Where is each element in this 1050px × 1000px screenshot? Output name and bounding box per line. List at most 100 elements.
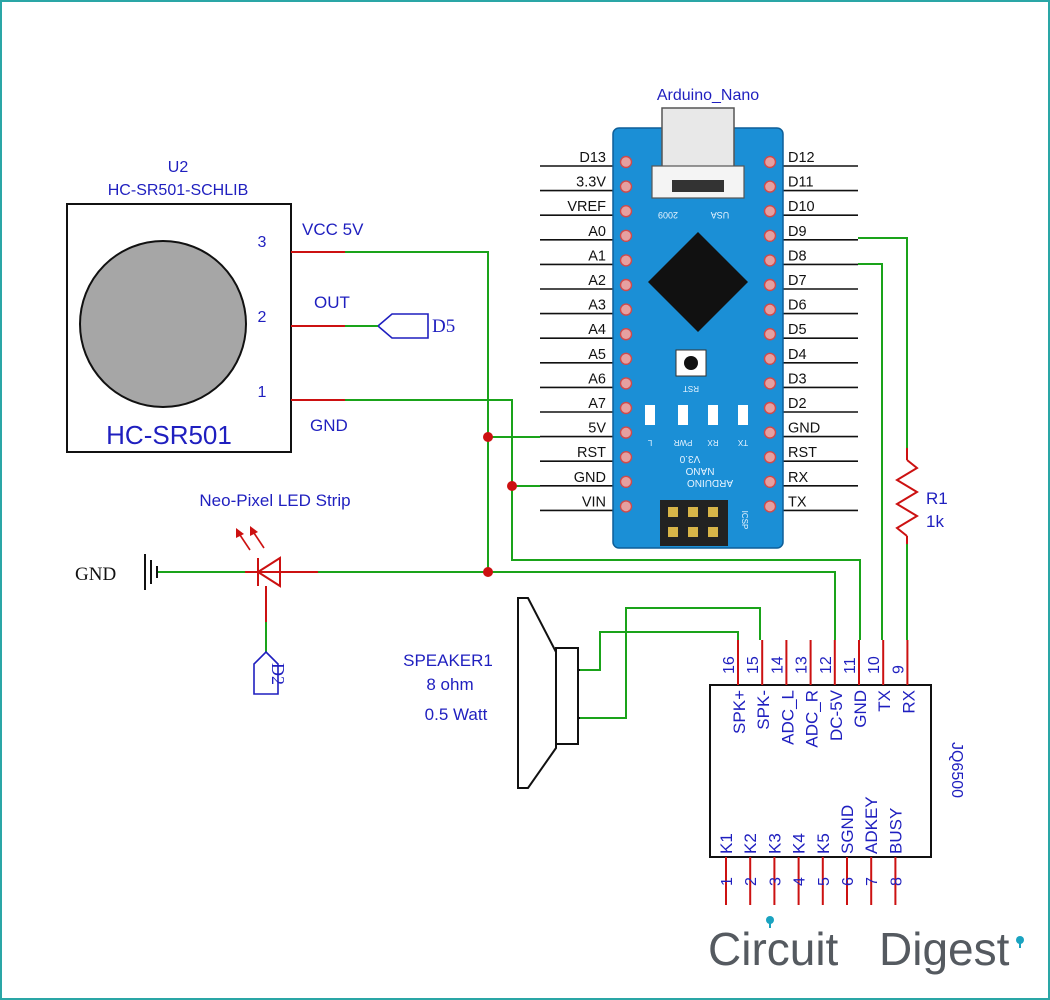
jq-name: JQ6500 xyxy=(948,742,965,798)
nano-icsp-pin xyxy=(708,527,718,537)
jq-top-pin-name: ADC_L xyxy=(778,690,797,745)
nano-reset-knob xyxy=(684,356,698,370)
jq-top-pin-num: 13 xyxy=(794,656,811,674)
nano-pad-left xyxy=(619,303,633,316)
r1-zigzag xyxy=(895,459,919,537)
jq-top-pin-name: RX xyxy=(899,690,918,714)
nano-right-pin-label: RX xyxy=(788,470,808,486)
nano-silk-icsp: ICSP xyxy=(740,511,749,530)
nano-right-pin-label: D5 xyxy=(788,322,807,338)
nano-icsp-pin xyxy=(708,507,718,517)
nano-pad-right xyxy=(763,426,777,439)
nano-usb-port xyxy=(661,107,735,169)
nano-left-pin-label: A6 xyxy=(588,371,606,387)
nano-led-pwr xyxy=(678,405,688,425)
wire-spk-minus xyxy=(580,607,761,719)
nano-silk-arduino: ARDUINO xyxy=(687,477,733,488)
nano-led-l xyxy=(645,405,655,425)
pir-vcc-label: VCC 5V xyxy=(302,220,364,239)
nano-pad-left xyxy=(619,500,633,513)
pir-pin3-num: 3 xyxy=(258,234,267,251)
nano-pad-right xyxy=(763,155,777,169)
pir-lens xyxy=(79,240,247,408)
nano-left-pin-label: A7 xyxy=(588,396,606,412)
nano-right-pin-label: D4 xyxy=(788,347,807,363)
nano-icsp-pin xyxy=(668,507,678,517)
junction-led xyxy=(483,567,493,577)
nano-left-pin-label: A2 xyxy=(588,273,606,289)
jq-top-pin-name: ADC_R xyxy=(803,690,822,748)
nano-pad-right xyxy=(763,451,777,464)
r1-value: 1k xyxy=(926,512,944,531)
pir-ref: U2 xyxy=(168,159,189,176)
nano-left-pin-label: A3 xyxy=(588,298,606,314)
jq-top-pin-name: GND xyxy=(851,690,870,728)
jq-top-pin-num: 14 xyxy=(769,656,786,674)
pir-pin1-num: 1 xyxy=(258,384,267,401)
nano-silk-year: 2009 xyxy=(658,210,678,220)
nano-pad-left xyxy=(619,352,633,365)
nano-pad-left xyxy=(619,475,633,488)
wire-pir-vcc xyxy=(345,251,489,572)
d2-net-flag xyxy=(253,650,279,695)
nano-right-pin-label: D7 xyxy=(788,273,807,289)
nano-silk-l: L xyxy=(647,438,652,447)
jq-bottom-pin-num: 4 xyxy=(792,877,809,886)
nano-pad-right xyxy=(763,278,777,292)
speaker-magnet xyxy=(555,647,579,745)
arduino-nano: Arduino_Nano D133.3VVREFA0A1A2A3A4A5A6A7… xyxy=(540,87,858,549)
nano-right-pin-label: RST xyxy=(788,445,817,461)
jq-top-pin-num: 10 xyxy=(866,656,883,674)
nano-left-pin-label: D13 xyxy=(579,150,606,166)
wire-d8-tx xyxy=(858,263,883,640)
nano-left-pin-label: A0 xyxy=(588,224,606,240)
nano-pad-left xyxy=(619,328,633,341)
nano-icsp-pin xyxy=(668,527,678,537)
nano-silk-usa: USA xyxy=(711,210,730,220)
jq-top-pin-num: 15 xyxy=(745,656,762,674)
gnd-symbol-label: GND xyxy=(75,564,116,585)
nano-pad-left xyxy=(619,229,633,243)
nano-icsp-pin xyxy=(688,527,698,537)
nano-pad-right xyxy=(763,401,777,415)
nano-led-tx xyxy=(738,405,748,425)
wire-pir-gnd xyxy=(345,399,861,640)
led-diode-triangle xyxy=(256,556,281,588)
jq-bottom-pin-name: ADKEY xyxy=(862,796,881,854)
wire-d9-r1 xyxy=(858,237,908,448)
r1-ref: R1 xyxy=(926,489,948,508)
nano-silk-version: V3.0 xyxy=(679,453,700,464)
nano-pad-left xyxy=(619,204,633,218)
nano-right-pin-label: TX xyxy=(788,494,807,510)
speaker-power: 0.5 Watt xyxy=(425,705,488,724)
jq-bottom-pin-num: 7 xyxy=(864,877,881,886)
nano-left-pin-label: RST xyxy=(577,445,606,461)
nano-silk-pwr: PWR xyxy=(673,438,692,447)
nano-title: Arduino_Nano xyxy=(657,87,759,104)
jq-bottom-pin-num: 6 xyxy=(840,877,857,886)
nano-silk-nano: NANO xyxy=(685,465,714,476)
brand-logo: Circuit Digest xyxy=(708,916,1024,975)
nano-left-pin-label: A4 xyxy=(588,322,606,338)
jq6500-module: JQ6500 16SPK+15SPK-14ADC_L13ADC_R12DC-5V… xyxy=(709,640,965,905)
jq-bottom-pin-num: 1 xyxy=(719,877,736,886)
nano-left-pin-label: GND xyxy=(574,470,606,486)
nano-pad-right xyxy=(763,229,777,243)
nano-pad-right xyxy=(763,500,777,513)
nano-left-pin-label: VREF xyxy=(567,199,606,215)
pir-sensor: U2 HC-SR501-SCHLIB HC-SR501 3 2 1 VCC 5V… xyxy=(66,159,455,453)
d2-net-label: D2 xyxy=(268,663,288,685)
speaker: SPEAKER1 8 ohm 0.5 Watt xyxy=(403,597,580,789)
jq-bottom-pin-name: K2 xyxy=(741,833,760,854)
nano-pad-left xyxy=(619,254,633,267)
nano-pad-right xyxy=(763,303,777,316)
nano-icsp-header xyxy=(660,500,728,546)
nano-pad-right xyxy=(763,204,777,218)
nano-pad-left xyxy=(619,155,633,169)
nano-mcu-chip xyxy=(648,232,748,332)
nano-left-pin-label: A5 xyxy=(588,347,606,363)
pir-lib: HC-SR501-SCHLIB xyxy=(108,182,248,199)
pir-gnd-label: GND xyxy=(310,416,348,435)
nano-right-pin-label: GND xyxy=(788,421,820,437)
